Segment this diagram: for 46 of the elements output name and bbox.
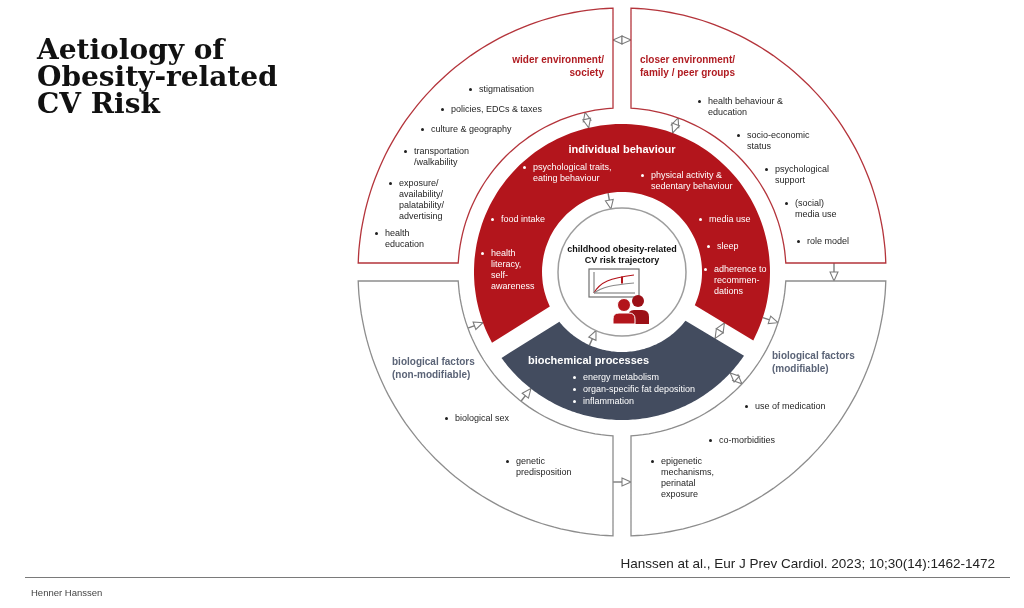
bullet-item: co-morbidities: [719, 435, 776, 446]
bullet-item: health literacy, self- awareness: [491, 248, 536, 292]
bullet-item: media use: [709, 214, 751, 225]
arrow: [604, 192, 614, 210]
bullet-item: food intake: [501, 214, 546, 225]
slide-title: Aetiology of Obesity-related CV Risk: [37, 36, 279, 117]
bullet-item: energy metabolism: [583, 372, 660, 383]
bullet-item: transportation /walkability: [414, 146, 471, 168]
section-heading: closer environment/ family / peer groups: [640, 54, 737, 79]
section-heading: wider environment/ society: [511, 54, 604, 79]
bullet-item: exposure/ availability/ palatability/ advertising: [399, 178, 446, 222]
bullet-item: (social) media use: [795, 198, 838, 220]
bullet-item: role model: [807, 236, 850, 247]
citation-text: Hanssen at al., Eur J Prev Cardiol. 2023; 10;30(14):1462-1472: [620, 556, 995, 572]
bullet-item: psychological traits, eating behaviour: [533, 162, 613, 184]
section-heading: biological factors (non-modifiable): [392, 356, 476, 381]
bullet-item: policies, EDCs & taxes: [451, 104, 543, 115]
double-arrow: [670, 117, 680, 134]
bullet-item: epigenetic mechanisms, perinatal exposure: [661, 456, 715, 500]
bullet-item: stigmatisation: [479, 84, 535, 95]
arrow: [467, 321, 484, 330]
bullet-item: socio-economic status: [747, 130, 811, 152]
double-arrow: [729, 372, 743, 385]
bullet-item: organ-specific fat deposition: [583, 384, 696, 395]
bullet-item: culture & geography: [431, 124, 512, 135]
section-heading: biochemical processes: [528, 354, 650, 367]
section-heading: biological factors (modifiable): [772, 350, 856, 375]
double-arrow: [582, 111, 592, 129]
bullet-item: genetic predisposition: [516, 456, 573, 478]
arrow: [588, 329, 597, 346]
footer-text: Henner Hanssen: [31, 587, 103, 599]
bullet-item: sleep: [717, 241, 739, 252]
bullet-item: biological sex: [455, 413, 510, 424]
double-arrow: [714, 322, 726, 340]
arrow: [612, 477, 632, 487]
circle-label: childhood obesity-related CV risk trajectory: [566, 244, 678, 266]
bullet-item: inflammation: [583, 396, 635, 407]
bullet-item: health education: [385, 228, 426, 250]
bullet-item: health behaviour & education: [708, 96, 785, 118]
bullet-item: psychological support: [775, 164, 831, 186]
arrow: [520, 387, 532, 402]
section-heading: individual behaviour: [567, 143, 677, 156]
bullet-item: use of medication: [755, 401, 826, 412]
bullet-item: physical activity & sedentary behaviour: [651, 170, 734, 192]
arrow: [762, 315, 779, 325]
bullet-item: adherence to recommen- dations: [714, 264, 768, 297]
